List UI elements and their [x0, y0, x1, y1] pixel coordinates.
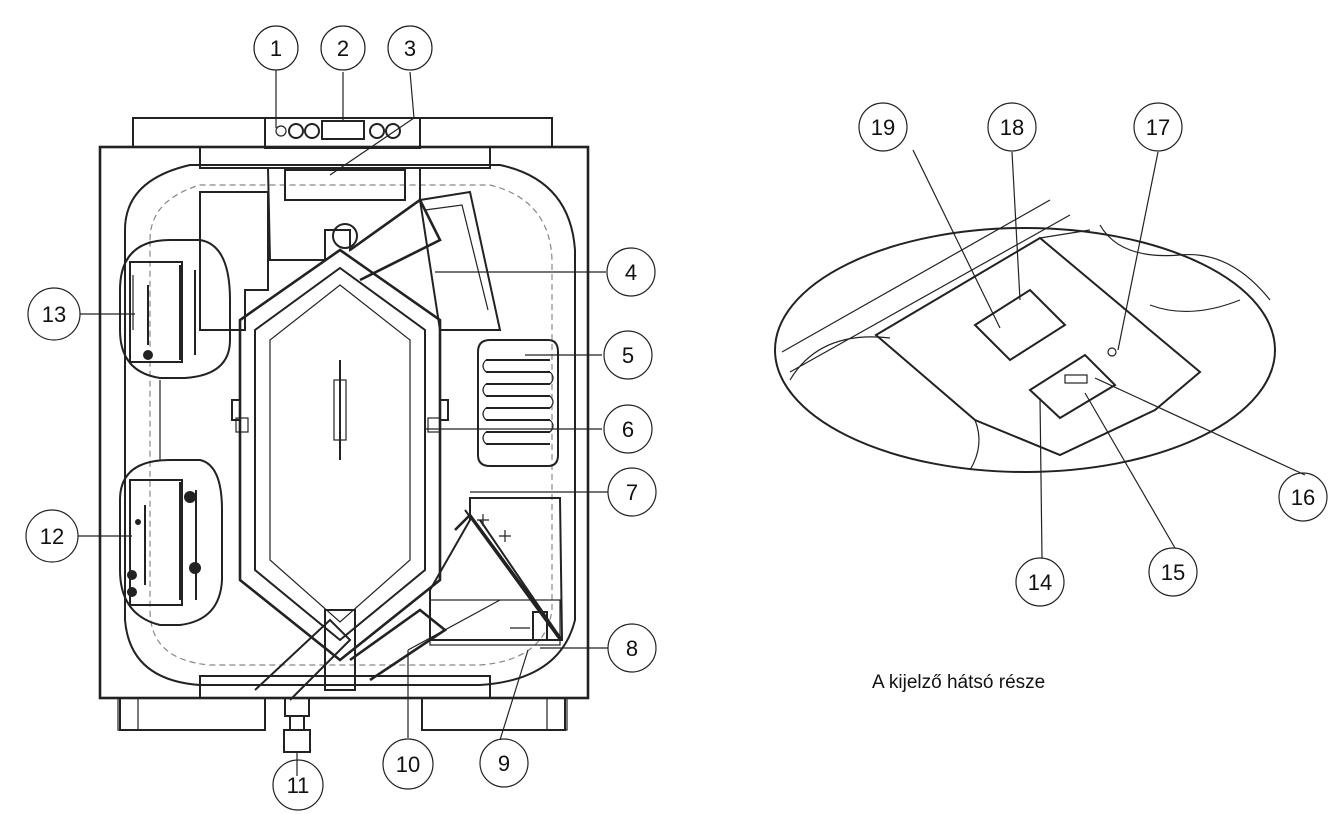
callout-label: 5	[622, 343, 634, 368]
callout-3: 3	[387, 25, 433, 71]
unit-drawing	[78, 70, 608, 776]
callout-label: 14	[1028, 570, 1052, 595]
callout-label: 4	[625, 260, 637, 285]
callout-17: 17	[1133, 102, 1183, 152]
callout-label: 18	[1000, 115, 1024, 140]
callout-18: 18	[987, 102, 1037, 152]
callout-label: 15	[1161, 560, 1185, 585]
unit-housing	[98, 145, 590, 700]
callout-label: 10	[396, 752, 420, 777]
callout-19: 19	[858, 102, 908, 152]
callout-10: 10	[382, 738, 434, 790]
callout-label: 13	[42, 302, 66, 327]
heater-coil	[477, 339, 559, 467]
display-window	[321, 120, 365, 140]
callout-label: 17	[1146, 115, 1170, 140]
callout-11: 11	[272, 759, 324, 811]
callout-4: 4	[606, 247, 656, 297]
callout-label: 2	[337, 36, 349, 61]
callout-label: 12	[40, 524, 64, 549]
callout-6: 6	[603, 404, 653, 454]
callout-15: 15	[1148, 547, 1198, 597]
callout-12: 12	[25, 509, 79, 563]
callout-2: 2	[320, 25, 366, 71]
inset-caption: A kijelző hátsó része	[872, 672, 1046, 693]
callout-label: 9	[498, 751, 510, 776]
callout-label: 19	[871, 115, 895, 140]
callout-14: 14	[1015, 557, 1065, 607]
callout-7: 7	[607, 467, 657, 517]
callout-label: 7	[626, 480, 638, 505]
callout-label: 8	[626, 636, 638, 661]
callout-5: 5	[603, 330, 653, 380]
callout-label: 3	[404, 36, 416, 61]
callout-label: 11	[287, 773, 310, 798]
callout-label: 6	[622, 417, 634, 442]
display-back-inset	[774, 149, 1306, 559]
callout-8: 8	[607, 623, 657, 673]
fan-lower	[119, 380, 223, 626]
callout-13: 13	[27, 287, 81, 341]
heat-exchanger	[238, 248, 442, 662]
callout-1: 1	[253, 25, 299, 71]
callout-9: 9	[479, 738, 529, 788]
fan-upper	[119, 239, 231, 379]
callout-label: 1	[270, 36, 282, 61]
callout-label: 16	[1291, 485, 1315, 510]
callout-16: 16	[1278, 472, 1328, 522]
